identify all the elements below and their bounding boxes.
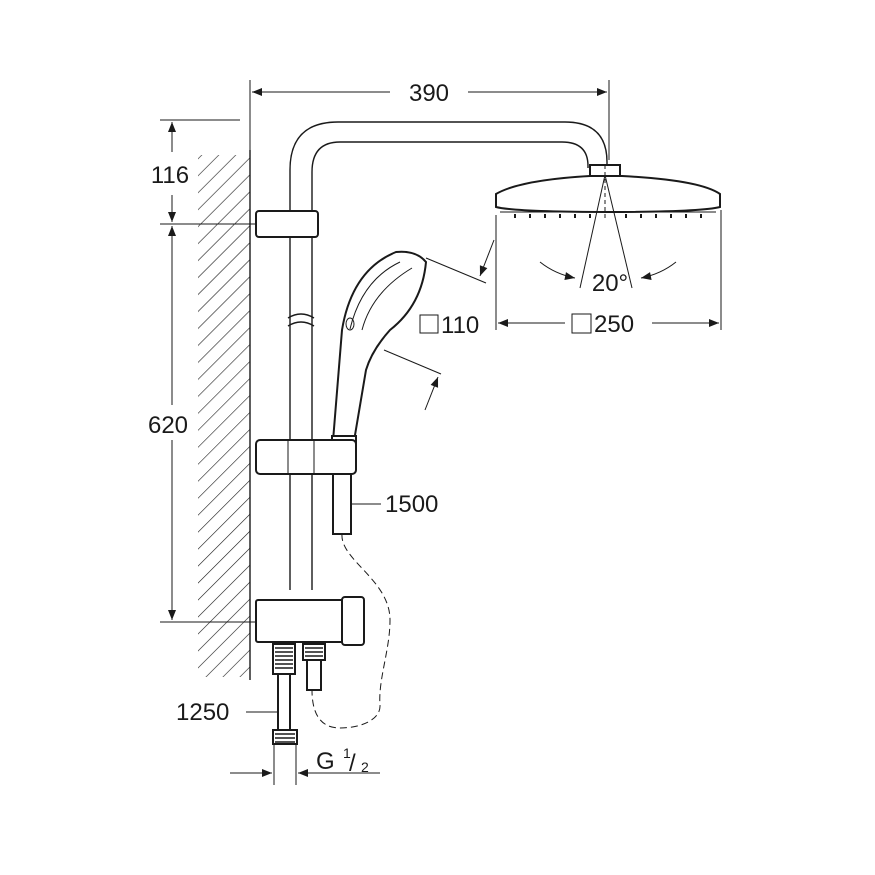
top-wall-bracket xyxy=(255,210,319,238)
dimension-390: 390 xyxy=(249,80,610,160)
head-shower xyxy=(495,164,721,289)
thread-dimension: G 1 / 2 xyxy=(230,745,380,785)
dimension-116: 116 xyxy=(151,119,260,225)
dimension-110: 110 xyxy=(383,239,495,411)
shower-hose: 1500 xyxy=(311,473,438,729)
thread-label: G xyxy=(316,748,335,775)
square-outline-icon xyxy=(571,313,592,334)
top-offset-label: 116 xyxy=(151,162,189,189)
thread-fraction-numerator: 1 xyxy=(343,745,351,761)
inlet-hose-length-label: 1250 xyxy=(176,699,229,726)
thread-fraction-slash: / xyxy=(349,750,356,777)
thermostat-body xyxy=(255,596,365,646)
dimension-620: 620 xyxy=(148,226,255,623)
arm-reach-label: 390 xyxy=(409,80,449,107)
spray-angle: 20° xyxy=(539,261,677,297)
hand-shower xyxy=(331,250,428,447)
spray-angle-label: 20° xyxy=(592,270,628,297)
head-shower-size-label: 250 xyxy=(594,311,634,338)
riser-pipe xyxy=(287,121,608,590)
thread-fraction-denominator: 2 xyxy=(361,759,369,775)
rail-spacing-label: 620 xyxy=(148,412,188,439)
dimension-250: 250 xyxy=(495,210,722,338)
square-outline-icon xyxy=(419,314,439,334)
inlet-hose: 1250 xyxy=(176,673,298,745)
slider-holder xyxy=(255,439,357,475)
inlet-connectors xyxy=(272,643,326,691)
hand-shower-size-label: 110 xyxy=(441,312,479,339)
hose-length-label: 1500 xyxy=(385,491,438,518)
wall xyxy=(198,150,251,680)
